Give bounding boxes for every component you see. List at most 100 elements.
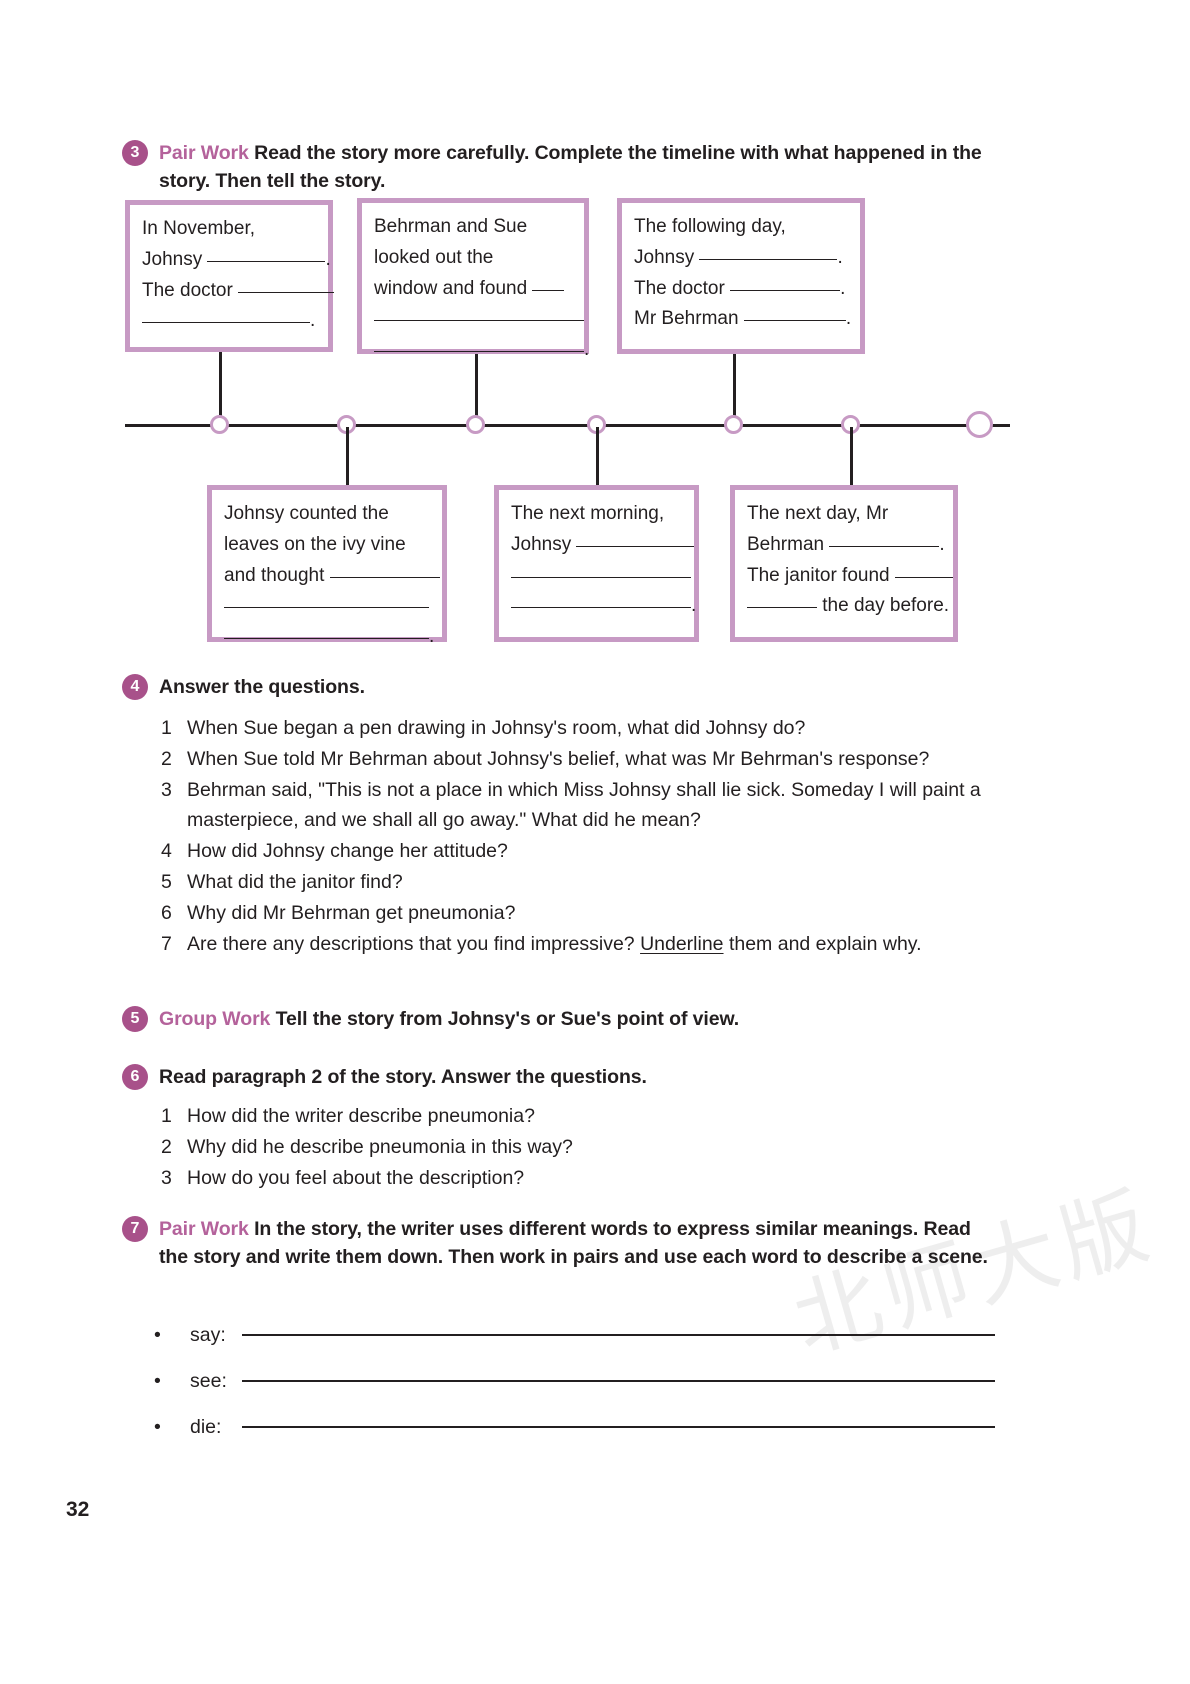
timeline-box-6-prompt-text: The next day, Mr [747, 503, 889, 524]
task-4-question-underlined-word: Underline [640, 933, 724, 956]
timeline-box-1[interactable]: In November, Johnsy . The doctor . [125, 200, 335, 352]
timeline-box-2-line [374, 304, 584, 335]
task-4-question-item-number: 2 [161, 748, 172, 771]
timeline-box-6[interactable]: The next day, Mr Behrman .The janitor fou… [730, 485, 958, 642]
timeline-box-1-line: In November, [142, 214, 317, 245]
timeline-box-3-line: The doctor . [634, 274, 849, 305]
timeline-box-1-line: Johnsy . [142, 245, 331, 276]
timeline-box-4[interactable]: Johnsy counted the leaves on the ivy vine… [207, 485, 447, 647]
task-6-question-item-text: How did the writer describe pneumonia? [187, 1105, 535, 1127]
task-4-question-item-text: Why did Mr Behrman get pneumonia? [187, 902, 516, 925]
task-3: 3 Pair Work Read the story more carefull… [122, 139, 1000, 196]
task-4-instruction: Answer the questions. [159, 676, 365, 698]
timeline-box-6-line: The janitor found [747, 561, 953, 592]
timeline-box-3-line: Mr Behrman . [634, 304, 852, 335]
timeline-box-2-line: Behrman and Sue [374, 212, 573, 243]
timeline-box-3[interactable]: The following day,Johnsy .The doctor .Mr… [617, 198, 865, 354]
word-entry-row: • say: [150, 1324, 995, 1370]
timeline-box-1-prompt-text: The doctor [142, 279, 239, 301]
timeline-box-1-answer-blank[interactable] [142, 322, 310, 324]
timeline-box-2-line: looked out the [374, 243, 573, 274]
task-4-question-item-number: 3 [161, 779, 172, 802]
task-4-question-item-text: How did Johnsy change her attitude? [187, 840, 508, 863]
bullet-icon: • [154, 1324, 161, 1346]
task-4-question-item: 6 Why did Mr Behrman get pneumonia? [157, 898, 1005, 928]
word-answer-blank[interactable] [242, 1380, 995, 1382]
task-4-question-item-number: 4 [161, 840, 172, 863]
timeline-box-4-prompt-text: leaves on the ivy vine [224, 533, 406, 555]
timeline-box-3-tail-text: . [845, 308, 852, 330]
timeline-box-2-line: . [374, 335, 589, 366]
timeline-box-4-answer-blank[interactable] [224, 638, 429, 640]
task-6-number: 6 [122, 1064, 148, 1090]
timeline-box-6-tail-text: the day before. [817, 595, 950, 617]
timeline-box-2-answer-blank[interactable] [374, 351, 584, 353]
task-4-question-item-text: Behrman said, "This is not a place in wh… [187, 779, 981, 832]
timeline-box-3-answer-blank[interactable] [699, 258, 838, 260]
timeline-box-5-line: The next morning, [511, 499, 683, 530]
word-answer-blank[interactable] [242, 1334, 995, 1336]
timeline-box-4-answer-blank[interactable] [224, 607, 429, 609]
task-5: 5 Group Work Tell the story from Johnsy'… [122, 1005, 1000, 1033]
timeline-box-6-answer-blank[interactable] [894, 576, 953, 578]
timeline-box-5-answer-blank[interactable] [511, 576, 691, 578]
task-4-number: 4 [122, 674, 148, 700]
timeline-tick-1 [219, 352, 222, 424]
timeline-tick-5 [596, 427, 599, 485]
timeline-box-3-prompt-text: Mr Behrman [634, 308, 744, 330]
timeline-box-6-answer-blank[interactable] [829, 545, 940, 547]
task-4-question-item-text: Are there any descriptions that you find… [187, 929, 1005, 959]
task-6-question-item-number: 2 [161, 1136, 172, 1159]
timeline-box-6-answer-blank[interactable] [747, 607, 817, 609]
timeline-box-3-answer-blank[interactable] [743, 320, 846, 322]
timeline-box-5-prompt-text: Johnsy [511, 533, 577, 555]
task-6-question-item-text: How do you feel about the description? [187, 1167, 525, 1190]
timeline-box-1-answer-blank[interactable] [207, 260, 326, 262]
timeline-box-1-tail-text: . [325, 248, 331, 270]
task-4-question-item-text: When Sue told Mr Behrman about Johnsy's … [187, 748, 930, 771]
word-answer-blank[interactable] [242, 1426, 995, 1428]
timeline-box-2-prompt-text: window and found [374, 277, 533, 299]
timeline-box-5-line [511, 561, 691, 592]
timeline-box-4-line: Johnsy counted the [224, 499, 431, 530]
timeline-box-2-answer-blank[interactable] [374, 320, 584, 322]
task-4-question-item: 2 When Sue told Mr Behrman about Johnsy's… [157, 744, 1005, 774]
task-6-question-item-text: Why did he describe pneumonia in this wa… [187, 1136, 573, 1159]
task-6-question-item: 2 Why did he describe pneumonia in this w… [157, 1132, 1005, 1162]
task-3-number: 3 [122, 140, 148, 166]
task-3-instruction: Read the story more carefully. Complete … [159, 142, 982, 193]
timeline-box-1-prompt-text: In November, [142, 218, 255, 239]
task-7-tag: Pair Work [159, 1218, 249, 1240]
timeline-box-5-prompt-text: The next morning, [511, 503, 665, 524]
timeline-box-3-tail-text: . [840, 277, 846, 299]
timeline-box-5-answer-blank[interactable] [511, 607, 691, 609]
word-entry-row: •die: [150, 1416, 995, 1462]
task-6-instruction: Read paragraph 2 of the story. Answer th… [159, 1066, 647, 1088]
page-number: 32 [66, 1498, 90, 1521]
timeline-box-3-answer-blank[interactable] [730, 289, 841, 291]
timeline-box-6-line: Behrman . [747, 530, 945, 561]
timeline-box-3-line: Johnsy . [634, 243, 849, 274]
timeline-box-1-answer-blank[interactable] [238, 291, 335, 293]
task-4-question-item-number: 6 [161, 902, 172, 925]
task-4: 4 Answer the questions. [122, 673, 1000, 701]
word-label: say: [190, 1324, 226, 1346]
timeline-box-3-tail-text: . [837, 246, 843, 268]
timeline-box-2-answer-blank[interactable] [532, 289, 565, 291]
task-5-text: Group Work Tell the story from Johnsy's … [159, 1005, 739, 1033]
timeline-box-4-prompt-text: Johnsy counted the [224, 503, 389, 524]
timeline-box-5[interactable]: The next morning,Johnsy . [494, 485, 699, 642]
timeline-box-5-answer-blank[interactable] [576, 545, 695, 547]
task-3-tag: Pair Work [159, 142, 249, 164]
task-5-number: 5 [122, 1006, 148, 1032]
timeline-box-4-answer-blank[interactable] [329, 576, 440, 578]
timeline-box-4-prompt-text: and thought [224, 564, 330, 586]
task-3-text: Pair Work Read the story more carefully.… [159, 139, 1000, 196]
